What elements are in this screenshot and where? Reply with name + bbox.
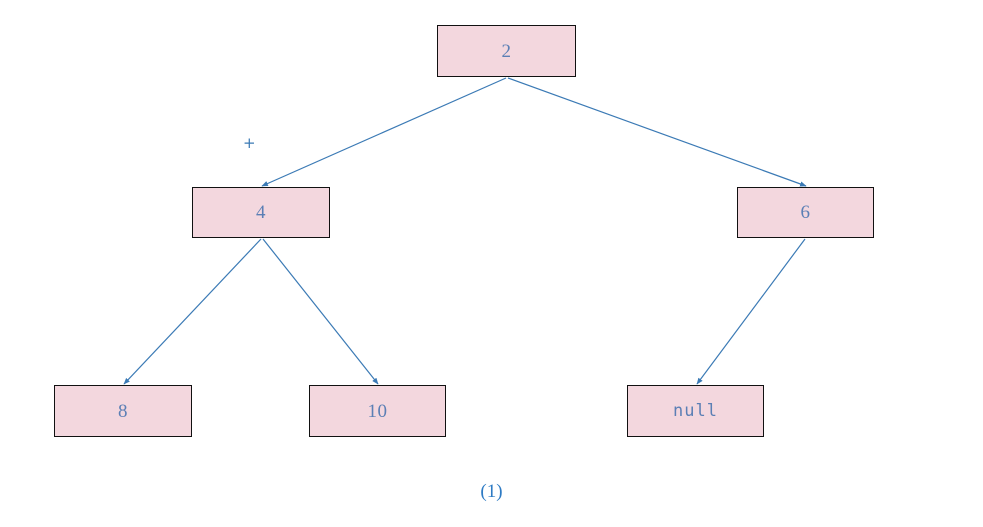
- tree-node-label: 6: [800, 202, 811, 223]
- tree-node-label: 2: [501, 40, 512, 62]
- tree-edge-left-to-lr: [262, 238, 379, 385]
- tree-node-lr[interactable]: 10: [309, 385, 446, 437]
- tree-node-root[interactable]: 2: [437, 25, 576, 77]
- tree-edge-root-to-right: [507, 77, 807, 187]
- tree-node-rl[interactable]: null: [627, 385, 764, 437]
- tree-node-label: 8: [118, 400, 128, 422]
- tree-node-label: 4: [256, 202, 266, 223]
- tree-node-ll[interactable]: 8: [54, 385, 192, 437]
- tree-node-right[interactable]: 6: [737, 187, 874, 238]
- plus-marker-icon: +: [243, 134, 256, 152]
- tree-edge-right-to-rl: [696, 238, 806, 385]
- figure-caption: (1): [480, 481, 503, 502]
- tree-node-left[interactable]: 4: [192, 187, 330, 238]
- tree-node-label: null: [673, 400, 718, 421]
- tree-edge-left-to-ll: [123, 238, 262, 385]
- tree-node-label: 10: [367, 400, 388, 422]
- tree-edge-root-to-left: [261, 77, 507, 187]
